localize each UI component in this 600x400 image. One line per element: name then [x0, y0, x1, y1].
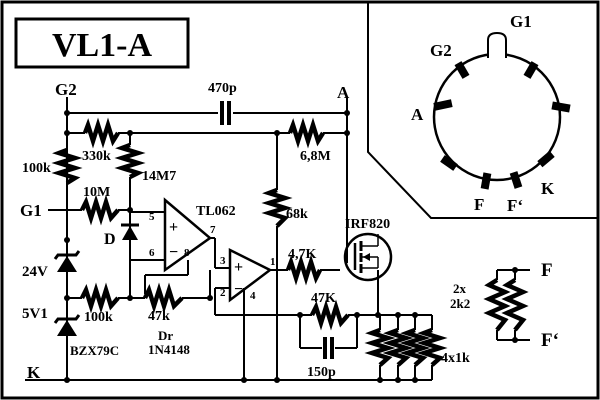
opamp-2-plus: + [234, 259, 243, 276]
resistor-6m8 [287, 117, 325, 149]
pin-7: 7 [210, 224, 216, 236]
wires [25, 97, 433, 381]
resistor-1k-a [364, 327, 396, 367]
zener-5v1 [53, 314, 81, 336]
label-100k-top: 100k [22, 161, 51, 176]
resistor-68k [261, 187, 293, 228]
label-diode-d: D [104, 231, 116, 248]
tube-base-diagram [432, 31, 571, 190]
label-150p: 150p [307, 365, 336, 380]
title: VL1-A [52, 27, 153, 64]
resistor-100k-bottom [79, 282, 120, 314]
pin-6: 6 [149, 247, 155, 259]
heater-label-f: F [541, 260, 553, 281]
terminal-a-label: A [337, 83, 350, 102]
resistor-330k [82, 117, 120, 149]
pin-2: 2 [220, 287, 226, 299]
label-10m: 10M [83, 185, 110, 200]
tube-label-f: F [474, 195, 484, 214]
label-47k-left: 47k [148, 309, 170, 324]
terminal-k-label: K [27, 363, 41, 382]
label-24v: 24V [22, 264, 48, 280]
opamp-1-plus: + [169, 219, 178, 236]
pin-3: 3 [220, 255, 226, 267]
label-470p: 470p [208, 81, 237, 96]
resistor-1k-c [399, 327, 431, 367]
label-100k-bottom: 100k [84, 310, 113, 325]
label-4k7: 4,7K [288, 247, 317, 262]
opamp-1-minus: − [169, 244, 178, 261]
label-dr: Dr [158, 328, 173, 343]
mosfet-irf820 [343, 232, 393, 282]
terminal-g1-label: G1 [20, 201, 42, 220]
pin-5: 5 [149, 211, 155, 223]
resistor-100k-top [51, 147, 83, 185]
tube-label-g1: G1 [510, 12, 532, 31]
opamp-2-symbol [228, 247, 273, 303]
pin-8: 8 [184, 247, 190, 259]
opamp-2-minus: − [234, 281, 243, 298]
heater-label-f2: F‘ [541, 330, 559, 351]
tube-label-a: A [411, 105, 424, 124]
junction-dots [64, 110, 418, 383]
opamp-1-symbol [163, 197, 213, 273]
label-47k-feedback: 47K [311, 291, 336, 306]
tube-label-f2: F‘ [507, 196, 523, 215]
label-1n4148: 1N4148 [148, 342, 190, 357]
label-14m7: 14M7 [142, 169, 176, 184]
resistor-47k-left [142, 282, 184, 314]
label-68k: 68k [286, 207, 308, 222]
title-box [14, 17, 190, 69]
capacitor-470p [220, 101, 231, 125]
label-2x: 2x [453, 281, 467, 296]
zener-24v [53, 250, 81, 272]
label-6m8: 6,8M [300, 149, 331, 164]
pin-4: 4 [250, 290, 256, 302]
label-330k: 330k [82, 149, 111, 164]
label-irf820: IRF820 [345, 217, 390, 232]
capacitor-150p [323, 337, 334, 359]
label-5v1: 5V1 [22, 306, 48, 322]
diode-d [121, 223, 139, 240]
resistor-1k-b [382, 327, 414, 367]
resistor-10m [79, 194, 120, 226]
pin-1: 1 [270, 256, 276, 268]
label-bzx79c: BZX79C [70, 343, 119, 358]
resistor-1k-d [416, 327, 448, 367]
resistor-4k7 [285, 254, 323, 286]
tube-panel-divider [367, 3, 597, 219]
label-2k2: 2k2 [450, 296, 470, 311]
resistor-14m7 [114, 142, 146, 180]
resistor-47k-feedback [309, 299, 350, 331]
label-4x1k: 4x1k [441, 351, 470, 366]
heater-resistors [483, 267, 530, 343]
tube-label-g2: G2 [430, 41, 452, 60]
terminal-g2-label: G2 [55, 80, 77, 99]
tube-label-k: K [541, 179, 555, 198]
label-tl062: TL062 [196, 204, 236, 219]
